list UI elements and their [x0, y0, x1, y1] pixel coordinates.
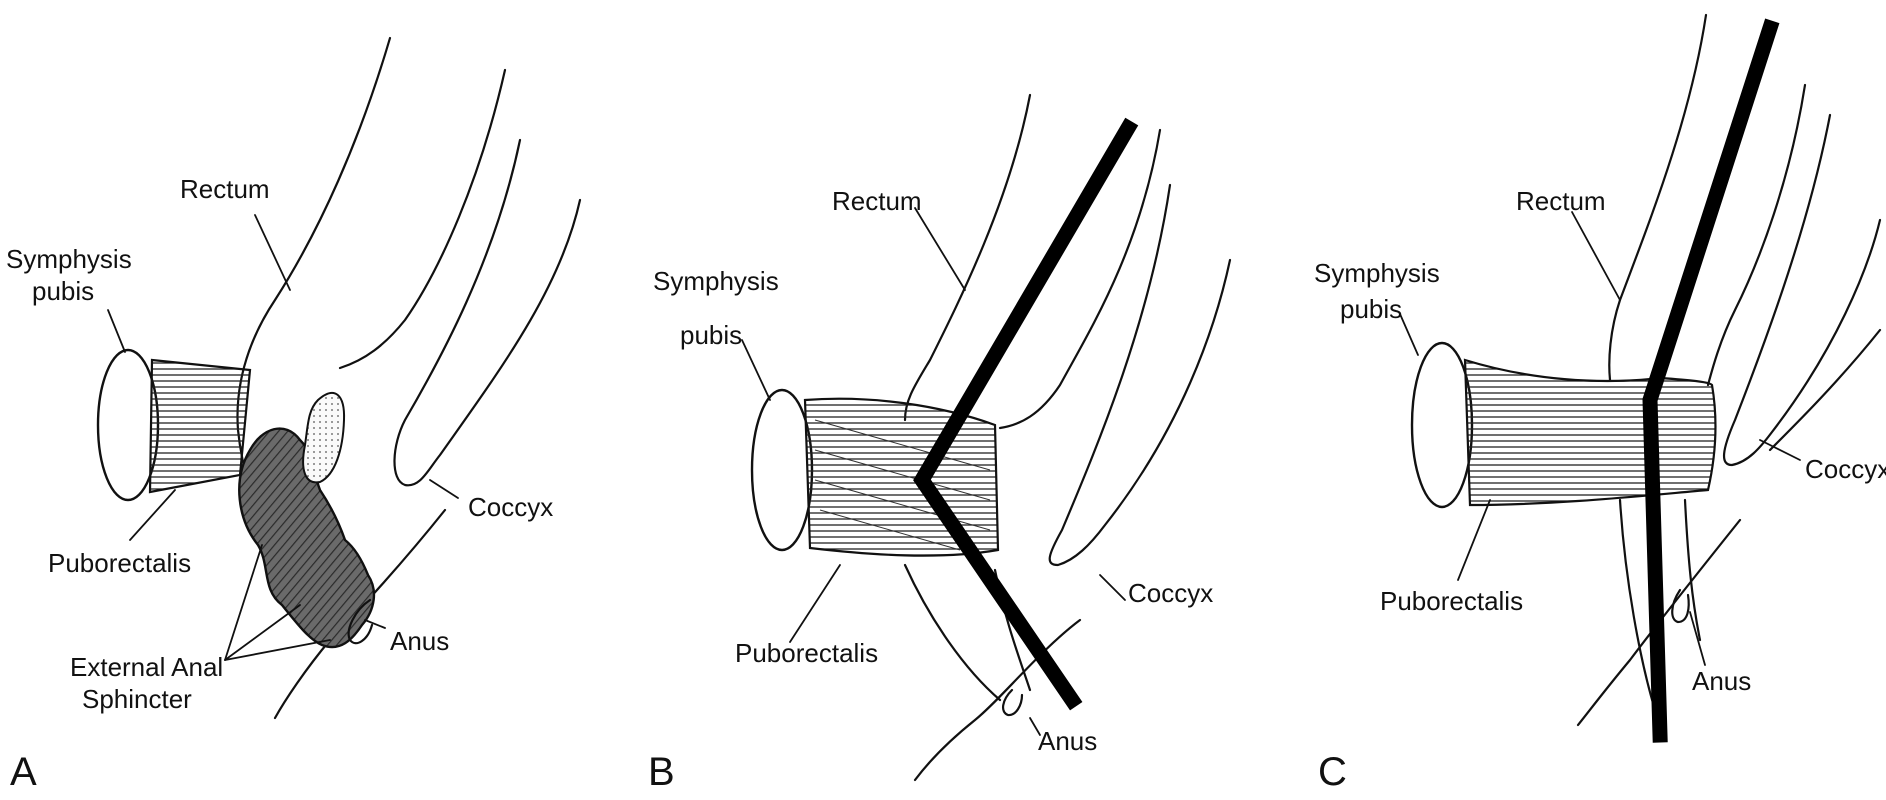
label-symphysis-c-2: pubis: [1340, 294, 1402, 324]
puborectalis-muscle: [148, 358, 252, 494]
label-symphysis-a-2: pubis: [32, 276, 94, 306]
label-rectum-c: Rectum: [1516, 186, 1606, 216]
panel-letter-b: B: [648, 750, 675, 794]
label-puborectalis-b: Puborectalis: [735, 638, 878, 668]
panel-c: Rectum Symphysis pubis Puborectalis Cocc…: [1314, 13, 1886, 794]
coccyx-outline: [1048, 183, 1232, 567]
anorectal-angle-axis-c: [1642, 18, 1780, 743]
symphysis-pubis-bone: [750, 388, 814, 552]
rectum-posterior-wall: [998, 128, 1162, 430]
posterior-body-contour: [1576, 518, 1742, 727]
label-anus-a: Anus: [390, 626, 449, 656]
anorectal-angle-axis-b: [913, 117, 1139, 711]
label-sphincter-a-1: External Anal: [70, 652, 223, 682]
anus-opening: [1002, 688, 1024, 717]
coccyx-outline: [393, 138, 582, 487]
label-anus-b: Anus: [1038, 726, 1097, 756]
symphysis-pubis-bone: [96, 348, 160, 502]
panel-b: Rectum Symphysis pubis Puborectalis Cocc…: [648, 93, 1232, 794]
puborectalis-muscle: [803, 397, 1000, 557]
symphysis-pubis-bone: [1410, 341, 1474, 509]
label-symphysis-b-2: pubis: [680, 320, 742, 350]
anus-opening: [1671, 588, 1690, 624]
panel-a: Rectum Symphysis pubis Puborectalis Cocc…: [6, 36, 582, 794]
label-anus-c: Anus: [1692, 666, 1751, 696]
label-symphysis-a-1: Symphysis: [6, 244, 132, 274]
rectum-posterior-wall: [1706, 83, 1807, 387]
label-coccyx-b: Coccyx: [1128, 578, 1213, 608]
label-coccyx-c: Coccyx: [1805, 454, 1886, 484]
label-rectum-b: Rectum: [832, 186, 922, 216]
external-anal-sphincter: [238, 427, 376, 649]
label-symphysis-c-1: Symphysis: [1314, 258, 1440, 288]
label-puborectalis-c: Puborectalis: [1380, 586, 1523, 616]
posterior-body-contour: [913, 618, 1082, 782]
label-coccyx-a: Coccyx: [468, 492, 553, 522]
panel-letter-a: A: [10, 750, 37, 794]
puborectalis-muscle: [1463, 358, 1717, 507]
outer-coccyx-contour: [1768, 328, 1882, 452]
coccyx-outline: [1723, 113, 1882, 467]
label-sphincter-a-2: Sphincter: [82, 684, 192, 714]
anus-opening: [347, 598, 374, 645]
rectum-anterior-wall: [1608, 13, 1708, 382]
internal-sphincter-dotted: [302, 392, 346, 484]
rectum-posterior-wall: [338, 68, 507, 370]
label-rectum-a: Rectum: [180, 174, 270, 204]
anal-canal-anterior: [1618, 498, 1657, 712]
label-symphysis-b-1: Symphysis: [653, 266, 779, 296]
anal-canal-posterior: [1683, 498, 1702, 642]
anal-canal-anterior: [903, 563, 1002, 702]
panel-letter-c: C: [1318, 750, 1347, 794]
rectum-anterior-wall: [903, 93, 1032, 422]
puborectalis-texture: [814, 419, 991, 551]
label-puborectalis-a: Puborectalis: [48, 548, 191, 578]
